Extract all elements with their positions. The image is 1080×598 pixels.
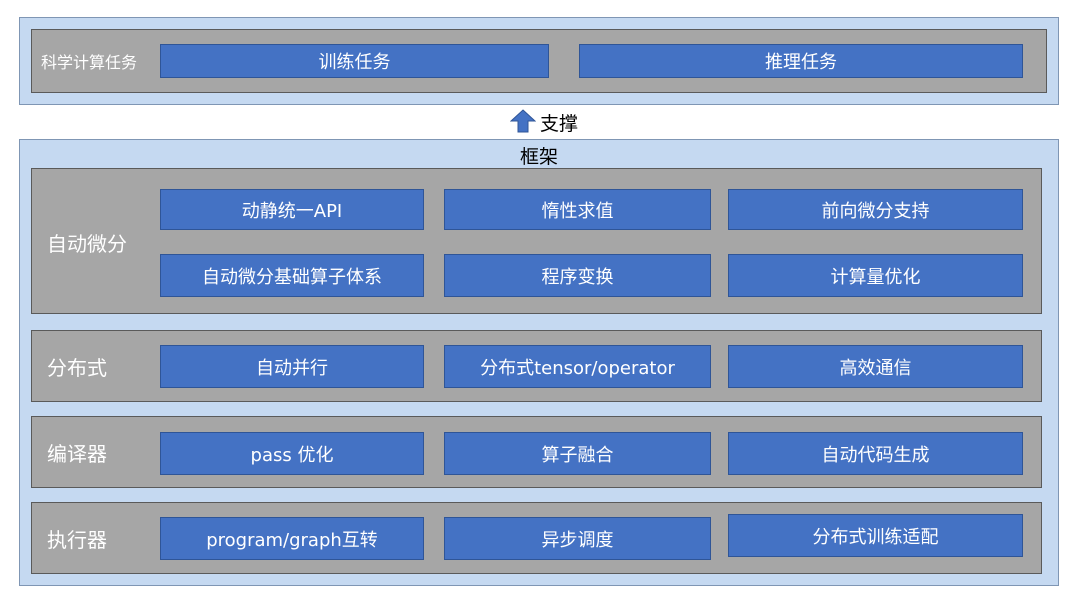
row-label-autodiff: 自动微分 [47,231,127,256]
item-op-fusion: 算子融合 [444,432,711,475]
up-arrow-icon [510,109,536,133]
item-program-transform: 程序变换 [444,254,711,297]
framework-title: 框架 [519,145,558,168]
item-dynamic-static-api: 动静统一API [160,189,424,230]
item-auto-parallel: 自动并行 [160,345,424,388]
row-label-executor: 执行器 [47,527,107,552]
row-label-compiler: 编译器 [47,441,107,466]
item-lazy-eval: 惰性求值 [444,189,711,230]
item-pass-optim: pass 优化 [160,432,424,475]
item-primitive-ops: 自动微分基础算子体系 [160,254,424,297]
item-program-graph: program/graph互转 [160,517,424,560]
item-codegen: 自动代码生成 [728,432,1023,475]
task-panel-label: 科学计算任务 [41,53,138,72]
item-async-sched: 异步调度 [444,517,711,560]
task-inference: 推理任务 [579,44,1023,78]
row-label-distributed: 分布式 [47,355,107,380]
item-dist-tensor: 分布式tensor/operator [444,345,711,388]
task-training: 训练任务 [160,44,549,78]
item-compute-optim: 计算量优化 [728,254,1023,297]
item-dist-train-adapt: 分布式训练适配 [728,514,1023,557]
item-efficient-comm: 高效通信 [728,345,1023,388]
item-forward-diff: 前向微分支持 [728,189,1023,230]
support-label: 支撑 [540,112,579,135]
